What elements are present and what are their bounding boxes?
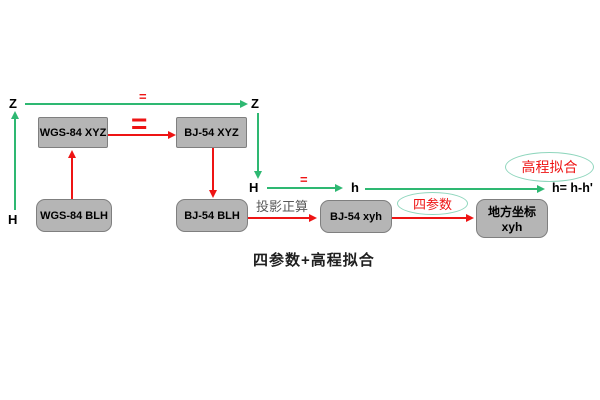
equals-bold-symbol: = [131,108,148,139]
arrow-h-to-result-head [537,185,545,193]
box-bj54-xyz: BJ-54 XYZ [176,117,247,148]
arrow-xyz-transform-line [108,134,168,136]
arrow-h-to-result-line [365,188,537,190]
equals-top-symbol: = [139,89,147,104]
arrow-xyh-to-local-head [466,214,474,222]
arrow-xyz-to-blh-head [209,190,217,198]
arrow-z-top-head [240,100,248,108]
ellipse-height-fitting: 高程拟合 [505,152,594,182]
label-four-params: 四参数 [412,197,452,212]
arrow-xyh-to-local-line [392,217,466,219]
equals-mid-symbol: = [300,172,308,187]
arrow-z-top-line [25,103,240,105]
label-z-right: Z [251,96,259,111]
box-bj54-xyz-label: BJ-54 XYZ [184,126,239,139]
box-bj54-xyh-label: BJ-54 xyh [330,210,382,223]
box-wgs84-xyz: WGS-84 XYZ [38,117,108,148]
label-z-left: Z [9,96,17,111]
arrow-blh-to-xyz-line [71,158,73,199]
arrow-blh-to-xyh-line [248,217,309,219]
label-h-small: h [351,180,359,195]
arrow-h-to-h-line [267,187,335,189]
label-h-left: H [8,212,18,227]
diagram-caption: 四参数+高程拟合 [253,252,375,269]
arrow-z-right-down-line [257,113,259,171]
box-bj54-blh-label: BJ-54 BLH [184,209,240,222]
arrow-h-left-head [11,111,19,119]
arrow-xyz-transform-head [168,131,176,139]
box-bj54-blh: BJ-54 BLH [176,199,248,232]
box-wgs84-blh: WGS-84 BLH [36,199,112,232]
label-projection: 投影正算 [256,199,309,214]
label-height-fitting: 高程拟合 [521,159,578,175]
box-bj54-xyh: BJ-54 xyh [320,200,392,233]
arrow-blh-to-xyz-head [68,150,76,158]
box-local-xyh-sub: xyh [501,220,523,234]
arrow-h-to-h-head [335,184,343,192]
box-wgs84-xyz-label: WGS-84 XYZ [39,126,107,139]
label-h-result: h= h-h' [552,181,593,195]
box-local-xyh-name: 地方坐标 [487,205,536,219]
arrow-z-right-down-head [254,171,262,179]
ellipse-four-params: 四参数 [397,192,468,215]
arrow-xyz-to-blh-line [212,148,214,190]
label-h-mid: H [249,180,259,195]
arrow-h-left-line [14,119,16,210]
box-wgs84-blh-label: WGS-84 BLH [40,209,108,222]
arrow-blh-to-xyh-head [309,214,317,222]
box-local-xyh: 地方坐标 xyh [476,199,548,238]
